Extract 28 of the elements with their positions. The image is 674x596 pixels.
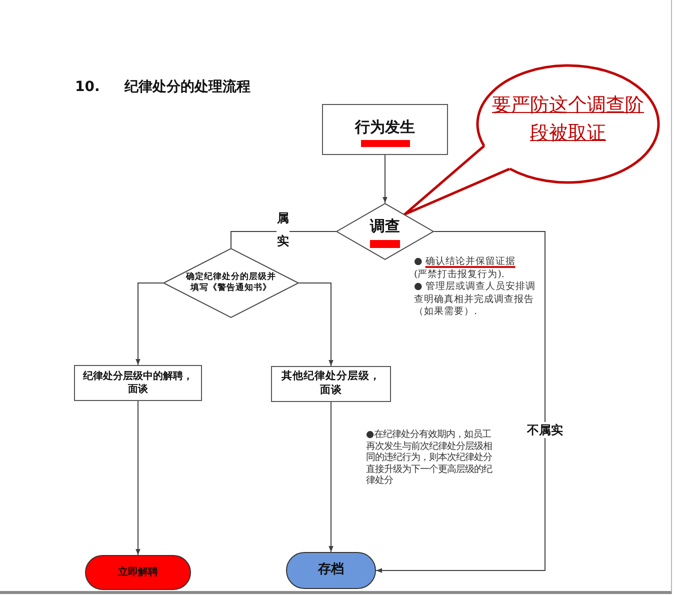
- arrow: [328, 402, 334, 552]
- end-terminator: [85, 555, 191, 590]
- node-label: 行为发生: [354, 118, 416, 138]
- arrow: [136, 282, 164, 366]
- decision-diamond: [163, 248, 299, 318]
- node-label: 存档: [316, 562, 345, 579]
- connector-line: [230, 231, 336, 248]
- node-label: 立即解聘: [117, 566, 159, 579]
- process-box: [271, 366, 391, 402]
- arrow: [136, 400, 140, 556]
- process-box: [74, 365, 202, 401]
- end-terminator: [286, 552, 376, 589]
- node-label: 其他纪律处分层级，面谈: [281, 370, 381, 398]
- page-title: 10. 纪律处分的处理流程: [75, 78, 250, 96]
- node-label: 纪律处分层级中的解聘，面谈: [82, 370, 194, 396]
- speech-bubble: [476, 64, 660, 184]
- process-box: [322, 104, 448, 155]
- note-text: ● 确认结论并保留证据(严禁打击报复行为).: [414, 256, 516, 281]
- callout-tail: [403, 144, 512, 216]
- note-text: ● 管理层或调查人员安排调查明确真相并完成调查报告（如果需要）.: [414, 281, 536, 318]
- arrow: [298, 282, 334, 366]
- node-label: 调查: [368, 217, 401, 237]
- node-label: 确定纪律处分的层级并填写《警告通知书》: [186, 272, 276, 294]
- note-text: ●在纪律处分有效期内，如员工再次发生与前次纪律处分层级相同的违纪行为，则本次纪律处分直接升级为下一个更高层级的纪律处分: [366, 429, 493, 486]
- edge-label: 不属实: [526, 422, 564, 438]
- arrow: [382, 154, 388, 204]
- arrow: [376, 231, 546, 573]
- callout-text: 要严防这个调查阶段被取证: [491, 93, 645, 146]
